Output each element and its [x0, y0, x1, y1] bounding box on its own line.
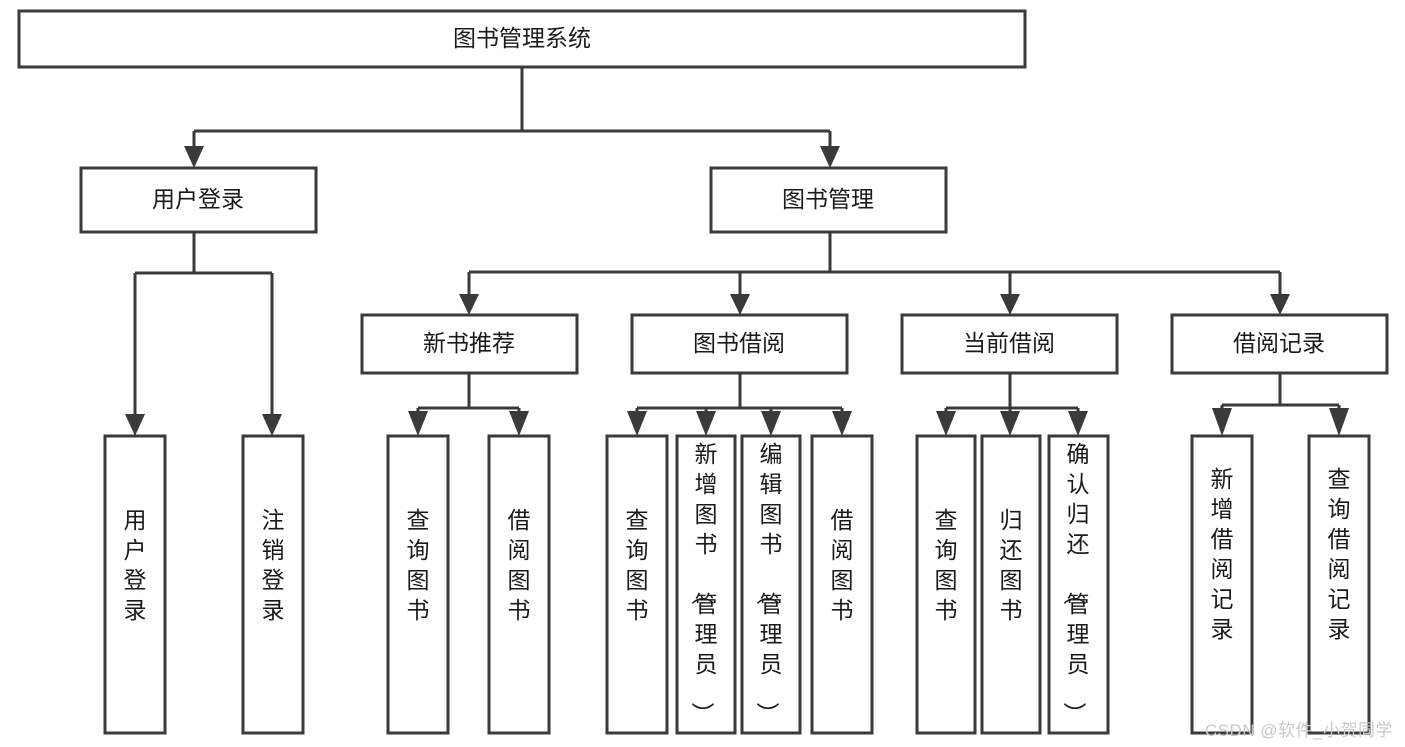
node-leaf-6-box[interactable] [675, 434, 737, 735]
arrowhead-leaf-8 [832, 411, 852, 436]
arrowhead-leaf-10 [1000, 411, 1020, 436]
node-login-label: 用户登录 [152, 186, 244, 212]
arrowhead-leaf-3 [408, 411, 428, 436]
node-current-box[interactable] [900, 313, 1119, 375]
node-leaf-2-label: 注销登录 [262, 507, 285, 623]
arrowhead-borrow [730, 294, 750, 315]
node-leaf-1-box[interactable] [103, 434, 167, 735]
node-leaf-6-label: 新增图书（管理员） [690, 441, 718, 725]
node-leaf-1[interactable]: 用户登录 [103, 434, 167, 735]
node-current[interactable]: 当前借阅 [900, 313, 1119, 375]
node-leaf-7-box[interactable] [740, 434, 802, 735]
arrowhead-newbook [459, 294, 479, 315]
node-leaf-7-label: 编辑图书（管理员） [755, 441, 783, 725]
node-leaf-3-box[interactable] [386, 434, 450, 735]
node-leaf-3[interactable]: 查询图书 [386, 434, 450, 735]
node-leaf-4[interactable]: 借阅图书 [487, 434, 551, 735]
arrowhead-leaf-12 [1212, 408, 1232, 436]
node-leaf-5-label: 查询图书 [626, 507, 649, 623]
node-records[interactable]: 借阅记录 [1170, 313, 1389, 375]
arrowhead-current [1000, 294, 1020, 315]
node-leaf-2[interactable]: 注销登录 [241, 434, 305, 735]
node-leaf-8-box[interactable] [810, 434, 874, 735]
node-records-box[interactable] [1170, 313, 1389, 375]
node-records-label: 借阅记录 [1233, 330, 1325, 356]
arrowhead-leaf-5 [627, 411, 647, 436]
node-borrow-label: 图书借阅 [693, 330, 785, 356]
node-leaf-3-label: 查询图书 [407, 507, 430, 623]
node-leaf-12[interactable]: 新增借阅记录 [1190, 434, 1254, 735]
arrowhead-leaf-6 [696, 411, 716, 436]
arrowhead-leaf-4 [509, 411, 529, 436]
node-leaf-8[interactable]: 借阅图书 [810, 434, 874, 735]
node-leaf-12-label: 新增借阅记录 [1211, 466, 1234, 642]
node-leaf-10-label: 归还图书 [1000, 507, 1023, 623]
arrowhead-leaf-13 [1329, 408, 1349, 436]
node-leaf-10-box[interactable] [980, 434, 1042, 735]
node-bookmgmt[interactable]: 图书管理 [709, 166, 948, 234]
node-bookmgmt-label: 图书管理 [782, 186, 874, 212]
node-leaf-8-label: 借阅图书 [831, 507, 854, 623]
node-root-box[interactable] [17, 9, 1027, 69]
node-leaf-12-box[interactable] [1190, 434, 1254, 735]
node-leaf-4-box[interactable] [487, 434, 551, 735]
node-leaf-4-label: 借阅图书 [508, 507, 531, 623]
arrowhead-leaf-1 [125, 414, 145, 436]
node-borrow-box[interactable] [630, 313, 849, 375]
arrowhead-leaf-9 [936, 411, 956, 436]
arrowhead-login [184, 146, 204, 168]
node-root-label: 图书管理系统 [453, 25, 591, 51]
arrowhead-leaf-11 [1068, 411, 1088, 436]
node-leaf-5[interactable]: 查询图书 [605, 434, 669, 735]
node-leaf-11[interactable]: 确认归还（管理员） [1047, 434, 1110, 735]
node-leaf-10[interactable]: 归还图书 [980, 434, 1042, 735]
node-login[interactable]: 用户登录 [79, 166, 318, 234]
arrowhead-leaf-2 [262, 414, 282, 436]
node-leaf-9[interactable]: 查询图书 [915, 434, 977, 735]
node-bookmgmt-box[interactable] [709, 166, 948, 234]
arrowhead-records [1270, 294, 1290, 315]
node-newbook-label: 新书推荐 [423, 330, 515, 356]
node-leaf-13[interactable]: 查询借阅记录 [1307, 434, 1371, 735]
node-leaf-5-box[interactable] [605, 434, 669, 735]
node-leaf-11-label: 确认归还（管理员） [1062, 441, 1090, 725]
node-leaf-6[interactable]: 新增图书（管理员） [675, 434, 737, 735]
node-borrow[interactable]: 图书借阅 [630, 313, 849, 375]
node-leaf-13-label: 查询借阅记录 [1328, 466, 1351, 642]
node-leaf-9-box[interactable] [915, 434, 977, 735]
arrowhead-bookmgmt [820, 146, 840, 168]
node-leaf-7[interactable]: 编辑图书（管理员） [740, 434, 802, 735]
node-leaf-1-label: 用户登录 [124, 507, 147, 623]
node-leaf-2-box[interactable] [241, 434, 305, 735]
node-leaf-9-label: 查询图书 [935, 507, 958, 623]
node-root[interactable]: 图书管理系统 [17, 9, 1027, 69]
node-current-label: 当前借阅 [963, 330, 1055, 356]
node-newbook[interactable]: 新书推荐 [360, 313, 579, 375]
node-login-box[interactable] [79, 166, 318, 234]
node-leaf-13-box[interactable] [1307, 434, 1371, 735]
connector-group [125, 68, 1349, 436]
node-newbook-box[interactable] [360, 313, 579, 375]
node-leaf-11-box[interactable] [1047, 434, 1110, 735]
arrowhead-leaf-7 [761, 411, 781, 436]
